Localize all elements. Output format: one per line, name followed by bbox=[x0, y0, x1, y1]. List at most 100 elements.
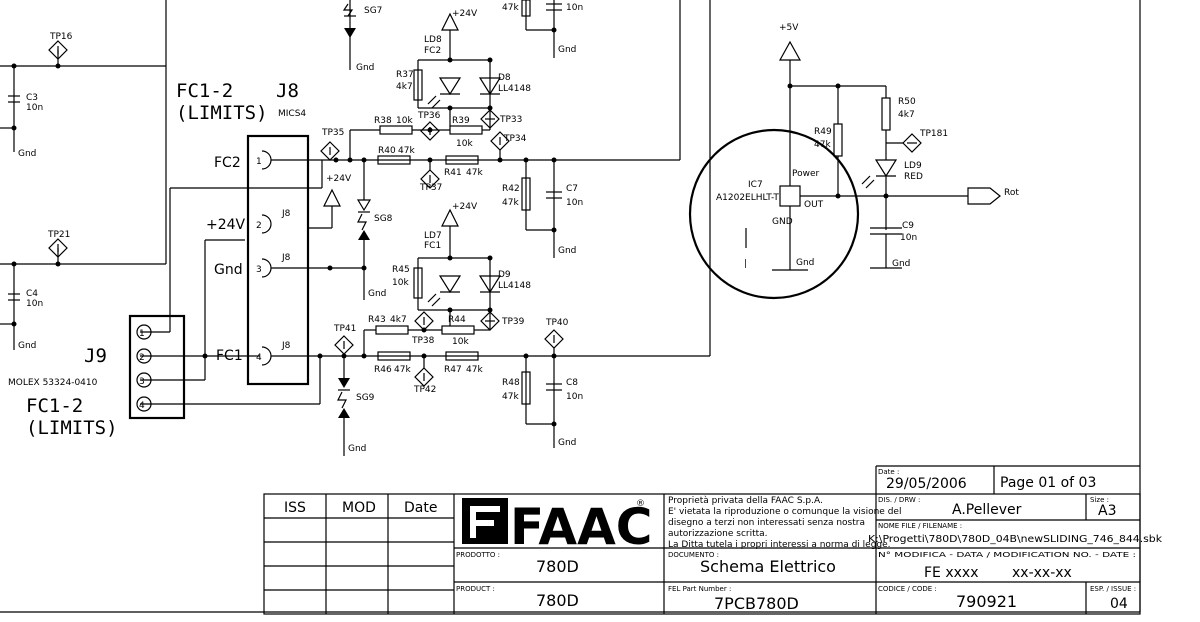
r47-ref: R47 bbox=[444, 365, 462, 375]
tp41-label: TP41 bbox=[333, 324, 356, 334]
ic7-gnd: GND bbox=[772, 217, 793, 227]
documento-value: Schema Elettrico bbox=[700, 557, 836, 576]
v24-supply-fc1: +24V bbox=[441, 202, 478, 227]
tp21: TP21 bbox=[47, 230, 70, 258]
v24-fc2-label: +24V bbox=[452, 9, 478, 19]
j8-pin-2-tag: J8 bbox=[281, 209, 291, 219]
j8-part: MICS4 bbox=[278, 109, 306, 119]
r46-ref: R46 bbox=[374, 365, 392, 375]
r43-ref: R45 bbox=[392, 265, 410, 275]
ic7-power: Power bbox=[792, 169, 820, 179]
net-24v: +24V bbox=[206, 217, 246, 233]
fel-value: 7PCB780D bbox=[714, 594, 799, 613]
r45-value: 10k bbox=[452, 337, 469, 347]
ld9-value: RED bbox=[904, 172, 923, 182]
r42-ref: R42 bbox=[502, 184, 520, 194]
v24-supply-fc2: +24V bbox=[441, 9, 478, 31]
ic7-ref: IC7 bbox=[748, 180, 763, 190]
gnd-c8-label: Gnd bbox=[558, 438, 576, 448]
r42-value: 47k bbox=[502, 198, 519, 208]
c4-ref: C4 bbox=[26, 289, 38, 299]
documento-label: DOCUMENTO : bbox=[668, 551, 719, 559]
tp34-label: TP34 bbox=[503, 134, 527, 144]
gnd-c4-label: Gnd bbox=[18, 341, 36, 351]
page-value: Page 01 of 03 bbox=[1000, 475, 1096, 491]
j9-j8-wiring bbox=[169, 160, 323, 405]
tp36: TP36 bbox=[417, 111, 441, 141]
j9-pin-2: 2 bbox=[139, 353, 145, 363]
net-fc2: FC2 bbox=[214, 155, 241, 171]
rev-header-mod: MOD bbox=[342, 500, 376, 516]
v24-supply-j8: +24V bbox=[308, 174, 352, 229]
r38-value: 10k bbox=[396, 116, 413, 126]
r46-value: 47k bbox=[394, 365, 411, 375]
fel-label: FEL Part Number : bbox=[668, 585, 731, 593]
r49-ref: R49 bbox=[814, 127, 832, 137]
sg9-label: SG9 bbox=[356, 393, 375, 403]
c3-ref: C3 bbox=[26, 93, 38, 103]
c7-ref: C7 bbox=[566, 184, 578, 194]
tp38: TP38 bbox=[411, 311, 435, 346]
c7-value: 10n bbox=[566, 198, 583, 208]
net-fc1: FC1 bbox=[216, 348, 243, 364]
gnd-c3-label: Gnd bbox=[18, 149, 36, 159]
j8-pin-1: 1 bbox=[256, 157, 262, 167]
tp40-label: TP40 bbox=[545, 318, 569, 328]
j8-pin-3-tag: J8 bbox=[281, 253, 291, 263]
d9-value: LL4148 bbox=[498, 281, 531, 291]
net-gnd: Gnd bbox=[214, 262, 243, 278]
v5-label: +5V bbox=[779, 23, 799, 33]
j8-caption: FC1-2 bbox=[176, 80, 233, 102]
r40-value: 47k bbox=[398, 146, 415, 156]
rev-header-date: Date bbox=[404, 500, 437, 516]
top-res-value: 47k bbox=[502, 3, 519, 13]
top-partial: SG7 Gnd 47k 10n Gnd bbox=[342, 0, 583, 73]
date-value: 29/05/2006 bbox=[886, 476, 967, 492]
faac-logo: FAAC ® bbox=[462, 498, 653, 556]
r37-ref: R37 bbox=[396, 70, 414, 80]
gnd-top-label: Gnd bbox=[558, 45, 576, 55]
tp181-label: TP181 bbox=[919, 129, 948, 139]
tp33: TP33 bbox=[480, 109, 522, 129]
hall-sensor-network: +5V bbox=[745, 23, 1001, 271]
tp35-label: TP35 bbox=[321, 128, 344, 138]
ic7-mark: | bbox=[744, 259, 747, 269]
title-block-grid bbox=[263, 465, 1141, 615]
r44-value: 4k7 bbox=[390, 315, 407, 325]
v24-fc1-label: +24V bbox=[452, 202, 478, 212]
tp16-label: TP16 bbox=[49, 32, 73, 42]
gnd-sg8-label: Gnd bbox=[368, 289, 386, 299]
j9-connector: 1 2 3 4 bbox=[128, 314, 205, 420]
rot-label: Rot bbox=[1004, 188, 1019, 198]
c9-ref: C9 bbox=[902, 221, 914, 231]
ld8-value: FC2 bbox=[424, 46, 441, 56]
notice-line-5: La Ditta tutela i propri interessi a nor… bbox=[668, 540, 891, 550]
notice-line-3: disegno a terzi non interessati senza no… bbox=[668, 518, 865, 528]
mod-label: N° MODIFICA - DATA / MODIFICATION NO. - … bbox=[878, 551, 1136, 559]
d9-ref: D9 bbox=[498, 270, 511, 280]
ic7-out: OUT bbox=[804, 200, 824, 210]
gnd-sg7-label: Gnd bbox=[356, 63, 374, 73]
prodotto-label: PRODOTTO : bbox=[456, 551, 500, 559]
r49-value: 47k bbox=[814, 140, 831, 150]
product-value: 780D bbox=[536, 591, 579, 610]
tp40: TP40 bbox=[544, 318, 569, 349]
r39-value: 10k bbox=[456, 139, 473, 149]
mod-date-value: xx-xx-xx bbox=[1012, 565, 1072, 581]
date-label: Date : bbox=[878, 468, 899, 476]
top-cap-value: 10n bbox=[566, 3, 583, 13]
r50-value: 4k7 bbox=[898, 110, 915, 120]
issue-label: ESP. / ISSUE : bbox=[1090, 585, 1136, 593]
j8-connector: 1 2 3 4 J8 J8 J8 bbox=[246, 134, 330, 386]
code-value: 790921 bbox=[956, 592, 1017, 611]
d8-ref: D8 bbox=[498, 73, 511, 83]
r37-value: 4k7 bbox=[396, 82, 413, 92]
r44-ref: R43 bbox=[368, 315, 386, 325]
code-label: CODICE / CODE : bbox=[878, 585, 937, 593]
tp38-label: TP38 bbox=[411, 336, 435, 346]
file-value: K:\Progetti\780D\780D_04B\newSLIDING_746… bbox=[868, 534, 1162, 545]
mod-no-value: FE xxxx bbox=[924, 565, 979, 581]
notice-line-1: Proprietà privata della FAAC S.p.A. bbox=[668, 496, 823, 506]
j9-caption: FC1-2 bbox=[26, 395, 83, 417]
